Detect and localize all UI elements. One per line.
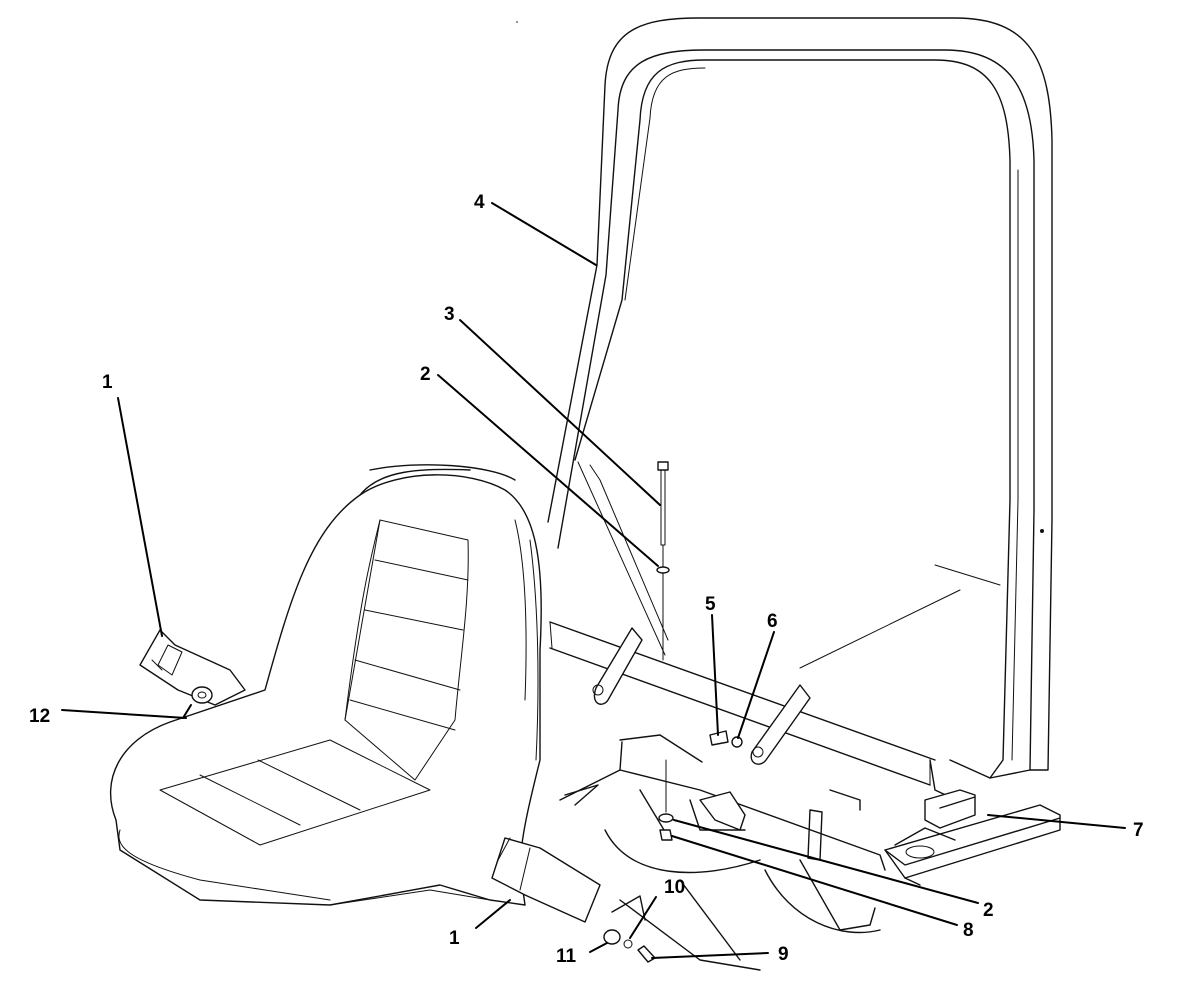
seat-belt-right xyxy=(491,837,656,963)
callout-labels: 1 12 4 3 2 5 6 7 2 8 1 10 11 9 xyxy=(29,192,1144,967)
callout-1-belt-left: 1 xyxy=(102,372,113,393)
callout-10: 10 xyxy=(664,877,685,898)
callout-2-lower: 2 xyxy=(983,900,994,921)
roll-bar xyxy=(547,17,1053,799)
callout-3: 3 xyxy=(444,304,455,325)
dot-mark xyxy=(1040,529,1044,533)
seat-belt-left xyxy=(139,629,246,706)
callout-4: 4 xyxy=(474,192,485,213)
callout-11: 11 xyxy=(556,946,577,967)
callout-12: 12 xyxy=(29,706,50,727)
callout-2-upper: 2 xyxy=(420,364,431,385)
callout-9: 9 xyxy=(778,944,789,965)
callout-1-belt-right: 1 xyxy=(449,928,460,949)
callout-7: 7 xyxy=(1133,820,1144,841)
hardware xyxy=(656,461,743,841)
callout-5: 5 xyxy=(705,594,716,615)
seat-frame xyxy=(559,734,1061,971)
seat xyxy=(109,464,542,906)
callout-6: 6 xyxy=(767,611,778,632)
leader-lines xyxy=(61,202,1126,959)
callout-8: 8 xyxy=(963,920,974,941)
cross-member xyxy=(549,621,936,786)
dot-mark xyxy=(516,21,518,23)
